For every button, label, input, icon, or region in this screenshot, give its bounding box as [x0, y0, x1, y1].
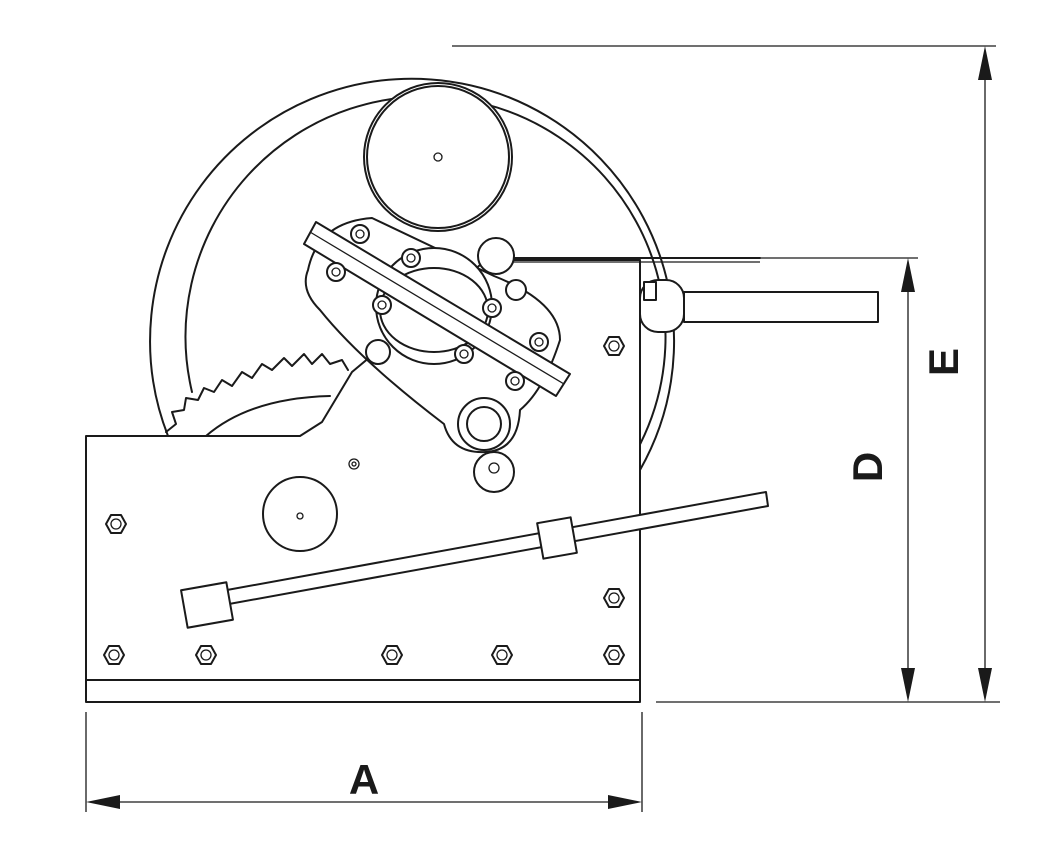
dimension-d-label: D: [844, 452, 891, 482]
side-shaft: [639, 279, 879, 333]
dimension-e: E: [452, 45, 996, 702]
nut: [105, 514, 127, 534]
housing-nuts: [103, 336, 625, 665]
dimension-a: A: [85, 712, 643, 812]
nut: [381, 645, 403, 665]
release-lever: [180, 491, 769, 629]
nut: [491, 645, 513, 665]
nut: [103, 645, 125, 665]
nut: [195, 645, 217, 665]
dimension-d: D: [640, 257, 1000, 703]
nut: [603, 588, 625, 608]
top-pulley: [363, 82, 513, 232]
crank-bolts: [326, 224, 549, 391]
dimension-e-label: E: [920, 348, 967, 376]
nut: [603, 645, 625, 665]
crank-mechanism: [303, 217, 571, 493]
drive-gear: [165, 353, 349, 437]
nut: [603, 336, 625, 356]
inner-hub: [262, 458, 360, 552]
dimension-a-label: A: [349, 756, 379, 803]
